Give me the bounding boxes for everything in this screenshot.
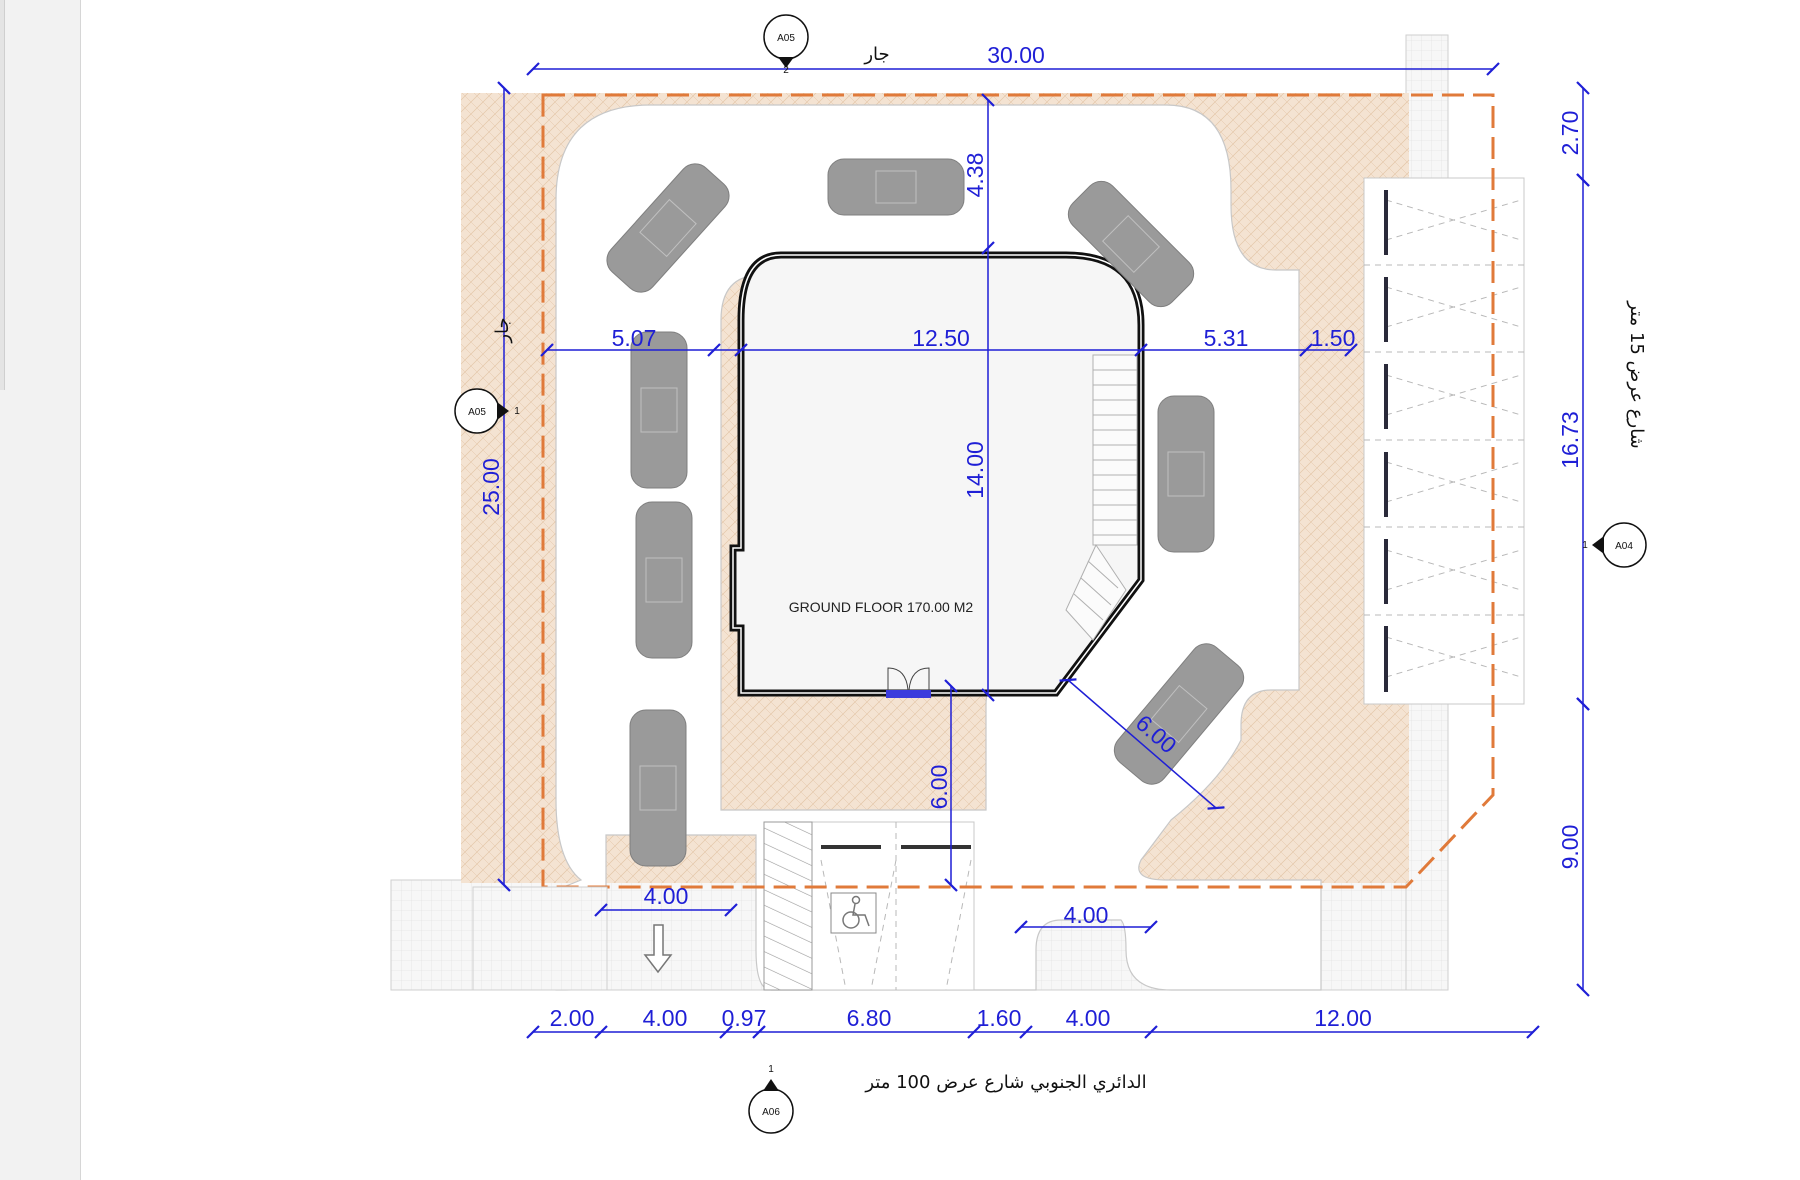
- dimension-lines: [497, 62, 1590, 1032]
- dim-right-strip: 1.50: [1311, 325, 1356, 351]
- plot-boundary: [541, 93, 1495, 889]
- street-bottom-label: الدائري الجنوبي شارع عرض 100 متر: [864, 1072, 1146, 1093]
- section-num: 1: [1582, 540, 1588, 551]
- parking-strip: [1363, 177, 1525, 705]
- building-walls: [729, 251, 1145, 697]
- section-num: 1: [768, 1064, 774, 1075]
- exit-arrow-icon: [643, 924, 673, 974]
- section-marker-icon: A05 1: [454, 388, 520, 434]
- section-marker-icon: A06 1: [748, 1064, 794, 1134]
- dim-right-setback: 5.31: [1204, 325, 1249, 351]
- dim-entry: 6.00: [926, 765, 952, 810]
- dim-gate-right: 4.00: [1064, 902, 1109, 928]
- dim-bottom: 2.00: [550, 1005, 595, 1031]
- neighbor-top-label: جار: [863, 44, 889, 65]
- section-marker-icon: A05 2: [763, 14, 809, 76]
- dim-top-width: 30.00: [987, 42, 1045, 68]
- dim-bldg-width: 12.50: [912, 325, 970, 351]
- section-marker-icon: A04 1: [1582, 522, 1647, 568]
- room-label: GROUND FLOOR 170.00 M2: [789, 599, 974, 615]
- dim-bldg-height: 14.00: [962, 441, 988, 499]
- dim-left-height: 25.00: [478, 458, 504, 516]
- dim-right-top: 2.70: [1557, 111, 1583, 156]
- left-gutter: [0, 0, 81, 1180]
- panel-tab[interactable]: [0, 0, 5, 390]
- street-right-label: شارع عرض 15 متر: [1626, 300, 1647, 449]
- dim-bottom: 1.60: [977, 1005, 1022, 1031]
- staircase: [1065, 354, 1138, 641]
- drawing-canvas[interactable]: A05 2 A05 1 A04 1 A06 1 جار جار شارع عرض…: [81, 0, 1800, 1180]
- neighbor-left-label: جار: [492, 317, 513, 343]
- section-num: 2: [783, 65, 789, 76]
- dim-right-mid: 16.73: [1557, 411, 1583, 469]
- dim-right-bot: 9.00: [1557, 825, 1583, 870]
- corner-pad: [472, 886, 608, 991]
- entrance-door: [886, 667, 931, 698]
- section-code: A06: [762, 1107, 780, 1118]
- section-num: 1: [514, 406, 520, 417]
- dim-left-setback: 5.07: [612, 325, 657, 351]
- dim-bottom: 6.80: [847, 1005, 892, 1031]
- dim-bottom: 0.97: [722, 1005, 767, 1031]
- wheelchair-icon: [830, 892, 877, 934]
- section-code: A05: [777, 33, 795, 44]
- dim-bottom: 4.00: [1066, 1005, 1111, 1031]
- section-code: A04: [1615, 541, 1633, 552]
- dim-gate-left: 4.00: [644, 883, 689, 909]
- dim-bottom: 4.00: [643, 1005, 688, 1031]
- dim-bottom: 12.00: [1314, 1005, 1372, 1031]
- dim-top-setback: 4.38: [962, 153, 988, 198]
- hatched-aisle: [763, 821, 813, 991]
- site-plan: A05 2 A05 1 A04 1 A06 1 جار جار شارع عرض…: [390, 14, 1647, 1134]
- section-code: A05: [468, 407, 486, 418]
